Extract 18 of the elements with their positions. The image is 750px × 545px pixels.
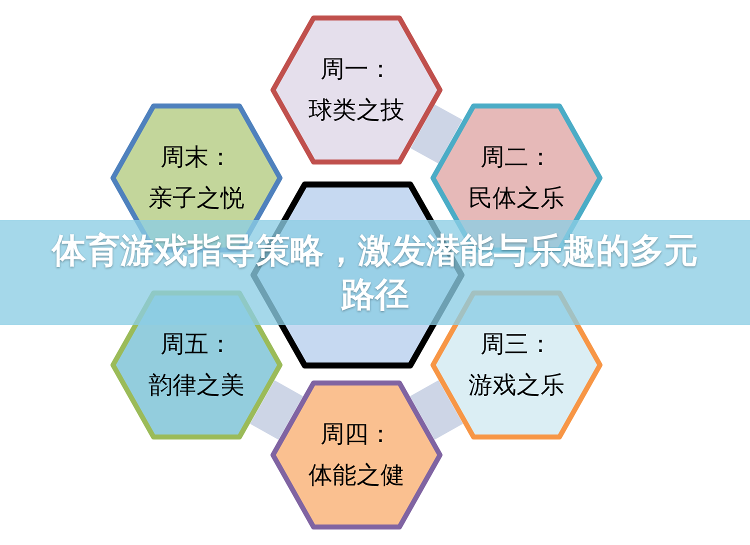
connector-band <box>410 380 464 440</box>
connector-band <box>410 104 462 164</box>
connector-band <box>250 380 304 440</box>
hexagon-tile <box>270 15 443 165</box>
activity-label: 民体之乐 <box>468 184 564 213</box>
title-text: 体育游戏指导策略，激发潜能与乐趣的多元路径 <box>50 230 699 316</box>
weekday-label: 周一： <box>320 55 392 84</box>
weekday-label: 周五： <box>160 330 232 359</box>
weekday-label: 周末： <box>160 143 232 172</box>
weekday-label: 周四： <box>320 420 392 449</box>
weekday-label: 周二： <box>480 143 552 172</box>
weekday-label: 周三： <box>480 330 552 359</box>
activity-label: 韵律之美 <box>148 371 244 400</box>
activity-label: 体能之健 <box>308 461 404 490</box>
activity-label: 游戏之乐 <box>468 371 564 400</box>
hexagon-tile <box>270 380 443 530</box>
activity-label: 球类之技 <box>308 96 404 125</box>
activity-label: 亲子之悦 <box>148 184 244 213</box>
